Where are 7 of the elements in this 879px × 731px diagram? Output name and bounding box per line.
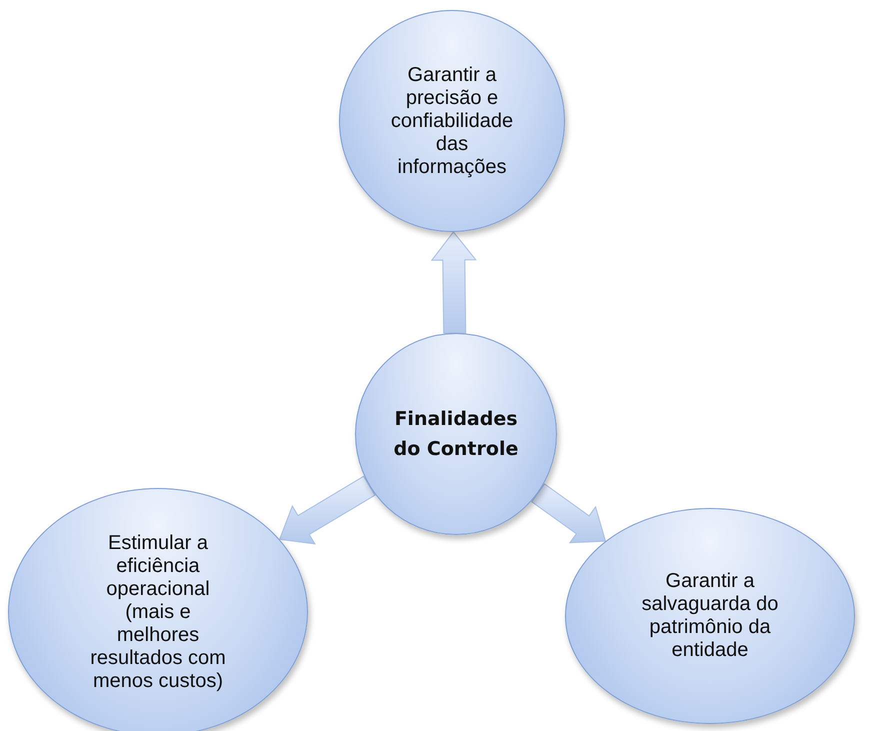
block-arrow — [430, 231, 477, 334]
block-arrow — [531, 483, 606, 544]
node-text: Garantir a precisão e confiabilidade das informações — [390, 64, 514, 178]
node-text: Garantir a salvaguarda do patrimônio da entidade — [640, 570, 780, 662]
node-text: Estimular a eficiência operacional (mais e melhores resultados com menos custos) — [89, 532, 227, 692]
title-text: Finalidades do Controle — [392, 407, 520, 462]
block-arrow — [278, 476, 376, 545]
